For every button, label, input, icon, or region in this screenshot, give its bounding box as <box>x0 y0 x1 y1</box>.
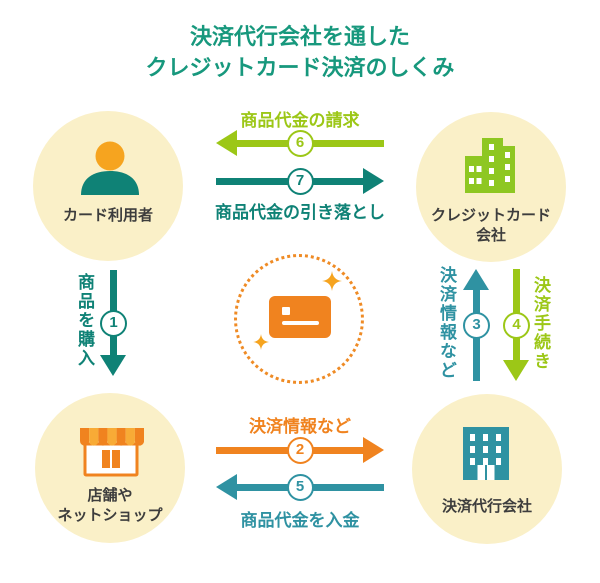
flow-5-arrow: 5 <box>216 473 384 501</box>
step-number-badge: 1 <box>100 309 127 337</box>
person-icon <box>81 141 139 195</box>
flow-1-arrow: 1 <box>100 270 127 376</box>
step-number-badge: 2 <box>286 436 314 464</box>
step-number-badge: 4 <box>503 311 530 339</box>
arrow-right-head <box>363 437 384 463</box>
arrow-right-head <box>363 168 384 194</box>
node-payment-agency-label: 決済代行会社 <box>441 498 532 515</box>
flow-2-arrow: 2 <box>216 436 384 464</box>
flow-4-label: 決済手続き <box>531 276 550 371</box>
flow-6-arrow: 6 <box>216 129 384 157</box>
page-title: 決済代行会社を通した クレジットカード決済のしくみ <box>0 21 600 83</box>
flow-6-label: 商品代金の請求 <box>240 111 360 130</box>
flow-7-label: 商品代金の引き落とし <box>215 203 385 222</box>
office-building-icon <box>465 138 515 193</box>
node-shop: 店舗や ネットショップ <box>35 393 185 543</box>
flow-3-label: 決済情報など <box>437 266 456 380</box>
flow-4-arrow: 4 <box>503 269 530 381</box>
arrow-down-head <box>503 360 529 381</box>
flow-5-label: 商品代金を入金 <box>240 511 360 530</box>
flow-7-arrow: 7 <box>216 167 384 195</box>
step-number-badge: 7 <box>286 167 314 195</box>
flow-3-arrow: 3 <box>463 269 490 381</box>
sparkle-icon <box>253 334 269 350</box>
arrow-left-head <box>216 130 237 156</box>
page-title-line2: クレジットカード決済のしくみ <box>145 55 455 80</box>
credit-card-icon <box>269 296 331 338</box>
company-building-icon <box>463 427 509 480</box>
arrow-up-head <box>463 269 489 290</box>
sparkle-icon <box>322 271 342 291</box>
node-shop-label: 店舗や ネットショップ <box>57 487 163 524</box>
node-card-user-label: カード利用者 <box>62 207 153 224</box>
step-number-badge: 3 <box>463 311 490 339</box>
node-payment-agency: 決済代行会社 <box>412 394 562 544</box>
arrow-left-head <box>216 474 237 500</box>
step-number-badge: 6 <box>286 129 314 157</box>
page-title-line1: 決済代行会社を通した <box>189 24 410 49</box>
arrow-down-head <box>100 355 126 376</box>
storefront-icon <box>80 428 144 477</box>
flow-1-label: 商品を購入 <box>75 273 94 368</box>
step-number-badge: 5 <box>286 473 314 501</box>
node-credit-card-company: クレジットカード 会社 <box>416 112 566 262</box>
node-credit-card-company-label: クレジットカード 会社 <box>430 207 551 244</box>
node-card-user: カード利用者 <box>33 111 183 261</box>
flow-2-label: 決済情報など <box>249 417 351 436</box>
